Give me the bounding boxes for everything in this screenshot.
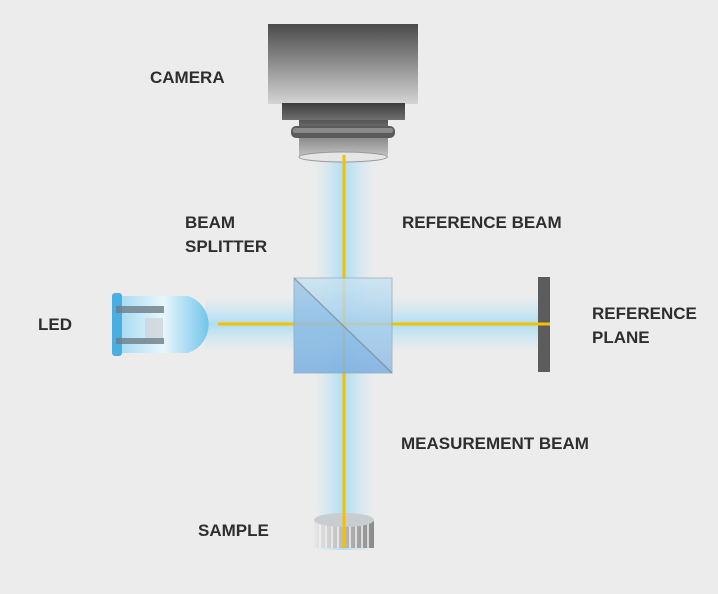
led-icon	[112, 293, 209, 356]
beam-splitter-label-line1: BEAM	[185, 213, 235, 232]
beam-splitter-label-line2: SPLITTER	[185, 237, 267, 256]
beam-splitter-cube	[293, 277, 393, 374]
reference-plane-label-line2: PLANE	[592, 328, 650, 347]
sample-label: SAMPLE	[198, 521, 269, 540]
led-label: LED	[38, 315, 72, 334]
camera-icon	[268, 24, 418, 163]
measurement-beam-label: MEASUREMENT BEAM	[401, 434, 589, 453]
reference-beam-label: REFERENCE BEAM	[402, 213, 562, 232]
reference-plane-label-line1: REFERENCE	[592, 304, 697, 323]
camera-label: CAMERA	[150, 68, 225, 87]
